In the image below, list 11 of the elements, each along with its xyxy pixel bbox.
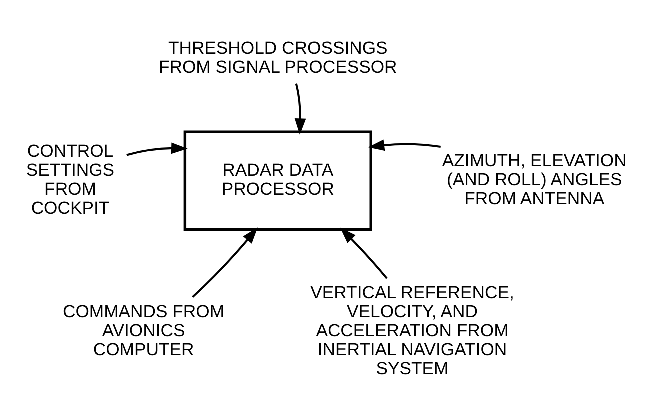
arrow — [340, 227, 388, 279]
arrow — [192, 227, 258, 298]
arrow — [368, 139, 442, 151]
node-text: CONTROL SETTINGS FROM COCKPIT — [26, 140, 115, 218]
node-box: RADAR DATA PROCESSOR — [184, 130, 372, 231]
arrow — [294, 83, 306, 134]
node-text: VERTICAL REFERENCE, VELOCITY, AND ACCELERATION FROM INERTIAL NAVIGATION SYSTEM — [310, 282, 514, 378]
arrow — [126, 142, 188, 156]
node-text: THRESHOLD CROSSINGS FROM SIGNAL PROCESSOR — [158, 37, 398, 76]
node-text: COMMANDS FROM AVIONICS COMPUTER — [63, 300, 225, 359]
node-text: AZIMUTH, ELEVATION (AND ROLL) ANGLES FROM ANTENNA — [442, 150, 627, 208]
